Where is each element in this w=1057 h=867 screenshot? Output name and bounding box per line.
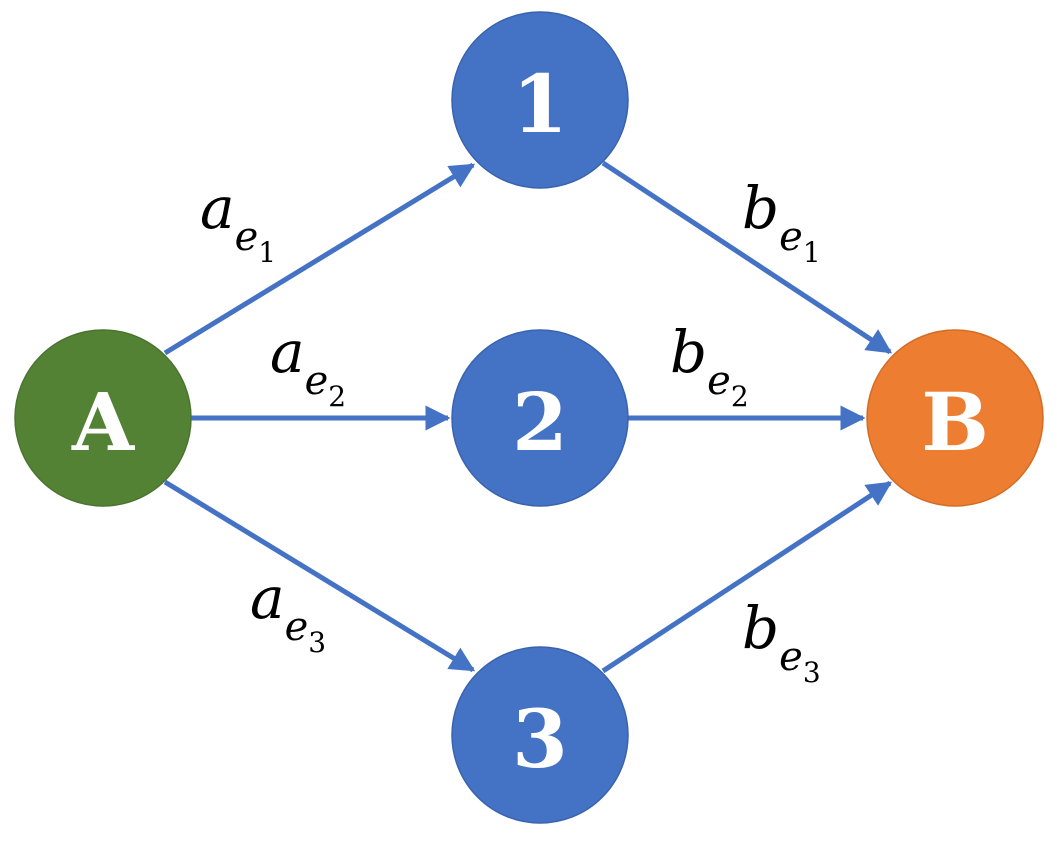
node-1: 1 [451, 11, 629, 189]
edge-label-a-e1: ae1 [200, 174, 276, 269]
node-2-circle [451, 329, 629, 507]
node-sink-circle [866, 329, 1044, 507]
edge-label-a-e3-main: a [250, 564, 285, 632]
edge-label-b-e3-sub: e [779, 634, 803, 680]
node-3-circle [451, 646, 629, 824]
edge-label-b-e3-index: 3 [803, 656, 821, 689]
edge-label-b-e2: be2 [670, 318, 749, 413]
edge-label-a-e2-index: 2 [328, 380, 346, 413]
edge-a-3 [163, 479, 476, 673]
node-sink: B [866, 329, 1044, 507]
edge-label-b-e3: be3 [742, 594, 821, 689]
edge-label-b-e1-sub: e [779, 214, 803, 260]
edges [163, 160, 893, 674]
node-3: 3 [451, 646, 629, 824]
node-source-label: A [71, 375, 135, 469]
edge-label-b-e1-index: 1 [803, 236, 821, 269]
edge-label-b-e3-main: b [742, 594, 779, 662]
edge-label-a-e1-main: a [200, 174, 235, 242]
edge-a-1 [163, 162, 476, 356]
node-sink-label: B [921, 375, 989, 469]
edge-label-b-e1: be1 [742, 174, 821, 269]
edge-1-b [601, 160, 893, 355]
node-1-label: 1 [512, 57, 568, 151]
edge-label-a-e3: ae3 [250, 564, 326, 659]
edge-label-b-e2-sub: e [707, 358, 731, 404]
node-3-label: 3 [512, 692, 568, 786]
edge-label-a-e2-main: a [270, 318, 305, 386]
edge-label-a-e3-sub: e [285, 604, 309, 650]
node-2: 2 [451, 329, 629, 507]
node-1-circle [451, 11, 629, 189]
edge-label-a-e3-index: 3 [308, 626, 326, 659]
edge-label-b-e2-main: b [670, 318, 707, 386]
edge-label-a-e2: ae2 [270, 318, 346, 413]
edge-label-b-e1-main: b [742, 174, 779, 242]
node-source: A [14, 329, 192, 507]
edge-label-a-e1-index: 1 [258, 236, 276, 269]
node-2-label: 2 [512, 375, 568, 469]
edge-label-a-e2-sub: e [305, 358, 329, 404]
node-source-circle [14, 329, 192, 507]
edge-3-b [601, 480, 893, 674]
edge-label-a-e1-sub: e [235, 214, 259, 260]
edge-label-b-e2-index: 2 [731, 380, 749, 413]
